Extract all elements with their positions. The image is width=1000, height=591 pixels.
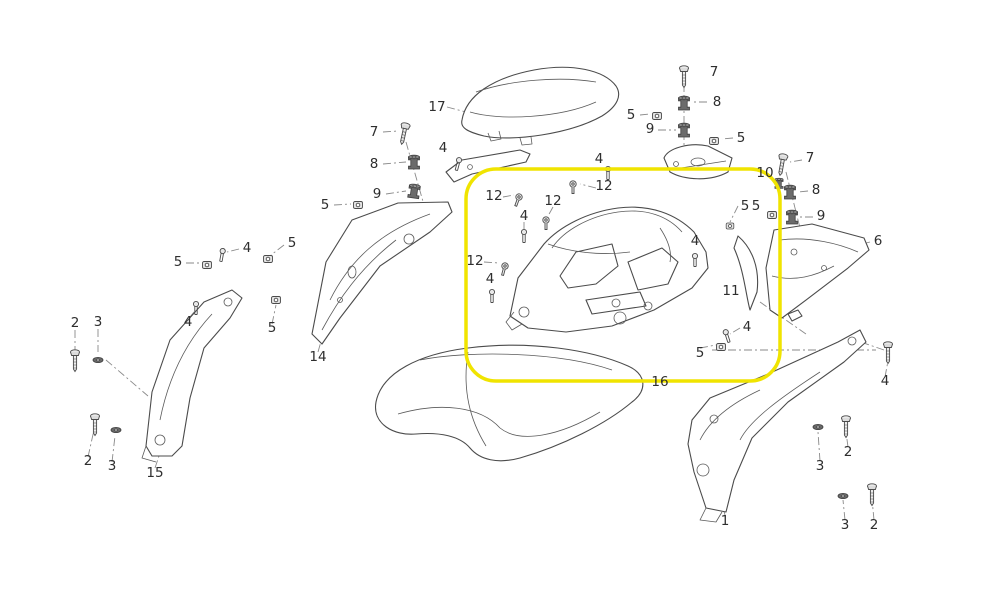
washer-icon xyxy=(837,492,849,500)
callout-part-4[interactable]: 4 xyxy=(691,233,700,249)
nut-icon xyxy=(767,211,777,219)
bolt-icon xyxy=(512,192,524,208)
callout-part-4[interactable]: 4 xyxy=(520,208,529,224)
callout-part-5[interactable]: 5 xyxy=(752,198,761,214)
screw-icon xyxy=(841,415,851,438)
callout-part-16[interactable]: 16 xyxy=(651,374,668,390)
nut-icon xyxy=(716,343,726,351)
callout-part-7[interactable]: 7 xyxy=(710,64,719,80)
part-15-left-bracket[interactable] xyxy=(141,289,243,463)
part-seat-bracket[interactable] xyxy=(445,149,531,183)
callout-part-1[interactable]: 1 xyxy=(721,513,730,529)
screw-icon xyxy=(867,483,877,506)
part-17-seat[interactable] xyxy=(461,66,620,146)
callout-part-9[interactable]: 9 xyxy=(646,121,655,137)
grommet-icon xyxy=(678,122,690,138)
callout-part-9[interactable]: 9 xyxy=(817,208,826,224)
nut-icon xyxy=(271,296,281,304)
callout-part-2[interactable]: 2 xyxy=(870,517,879,533)
callout-part-5[interactable]: 5 xyxy=(174,254,183,270)
callout-part-17[interactable]: 17 xyxy=(428,99,445,115)
callout-part-11[interactable]: 11 xyxy=(722,283,739,299)
grommet-icon xyxy=(784,184,796,200)
callout-part-4[interactable]: 4 xyxy=(486,271,495,287)
part-16-tail-cowl[interactable] xyxy=(375,344,644,462)
callout-part-8[interactable]: 8 xyxy=(370,156,379,172)
callout-part-15[interactable]: 15 xyxy=(146,465,163,481)
bolt-icon xyxy=(569,180,577,194)
pin-icon xyxy=(488,288,496,303)
part-6-right-panel[interactable] xyxy=(765,223,870,319)
callout-part-5[interactable]: 5 xyxy=(737,130,746,146)
nut-icon xyxy=(652,112,662,120)
washer-icon xyxy=(110,426,122,434)
grommet-icon xyxy=(786,209,798,225)
callout-part-4[interactable]: 4 xyxy=(243,240,252,256)
callout-part-3[interactable]: 3 xyxy=(108,458,117,474)
callout-part-12[interactable]: 12 xyxy=(485,188,502,204)
callout-part-9[interactable]: 9 xyxy=(373,186,382,202)
nut-icon xyxy=(709,137,719,145)
pin-icon xyxy=(722,328,732,344)
callout-part-8[interactable]: 8 xyxy=(812,182,821,198)
callout-part-3[interactable]: 3 xyxy=(816,458,825,474)
callout-part-5[interactable]: 5 xyxy=(696,345,705,361)
bolt-icon xyxy=(499,261,510,277)
grommet-icon xyxy=(407,183,421,200)
screw-icon xyxy=(90,413,100,436)
pin-icon xyxy=(217,247,227,263)
callout-part-8[interactable]: 8 xyxy=(713,94,722,110)
callout-part-12[interactable]: 12 xyxy=(595,178,612,194)
callout-part-14[interactable]: 14 xyxy=(309,349,326,365)
washer-icon xyxy=(812,423,824,431)
nut-icon xyxy=(353,201,363,209)
callout-part-5[interactable]: 5 xyxy=(627,107,636,123)
callout-part-4[interactable]: 4 xyxy=(439,140,448,156)
nut-icon xyxy=(202,261,212,269)
grommet-icon xyxy=(678,95,690,111)
nut-icon xyxy=(725,222,735,230)
callout-part-2[interactable]: 2 xyxy=(84,453,93,469)
washer-icon xyxy=(92,356,104,364)
part-1-right-bracket[interactable] xyxy=(687,309,867,523)
callout-part-12[interactable]: 12 xyxy=(466,253,483,269)
callout-part-4[interactable]: 4 xyxy=(881,373,890,389)
callout-part-2[interactable]: 2 xyxy=(71,315,80,331)
callout-part-5[interactable]: 5 xyxy=(288,235,297,251)
screw-icon xyxy=(396,121,411,146)
grommet-icon xyxy=(408,154,420,170)
pin-icon xyxy=(520,228,528,243)
callout-part-12[interactable]: 12 xyxy=(544,193,561,209)
callout-part-10[interactable]: 10 xyxy=(756,165,773,181)
part-14-left-panel[interactable] xyxy=(311,201,453,345)
screw-icon xyxy=(883,341,893,364)
callout-part-3[interactable]: 3 xyxy=(94,314,103,330)
part-11-rear-subframe[interactable] xyxy=(505,206,759,333)
callout-part-5[interactable]: 5 xyxy=(321,197,330,213)
screw-icon xyxy=(70,349,80,372)
nut-icon xyxy=(263,255,273,263)
callout-part-7[interactable]: 7 xyxy=(806,150,815,166)
callout-part-5[interactable]: 5 xyxy=(268,320,277,336)
callout-part-5[interactable]: 5 xyxy=(741,198,750,214)
callout-part-6[interactable]: 6 xyxy=(874,233,883,249)
callout-part-7[interactable]: 7 xyxy=(370,124,379,140)
callout-part-3[interactable]: 3 xyxy=(841,517,850,533)
screw-icon xyxy=(679,65,689,88)
callout-part-4[interactable]: 4 xyxy=(595,151,604,167)
selection-highlight xyxy=(464,167,782,383)
callout-part-4[interactable]: 4 xyxy=(743,319,752,335)
callout-part-4[interactable]: 4 xyxy=(184,314,193,330)
part-latch-bracket[interactable] xyxy=(663,144,733,180)
bolt-icon xyxy=(542,216,550,230)
callout-part-2[interactable]: 2 xyxy=(844,444,853,460)
